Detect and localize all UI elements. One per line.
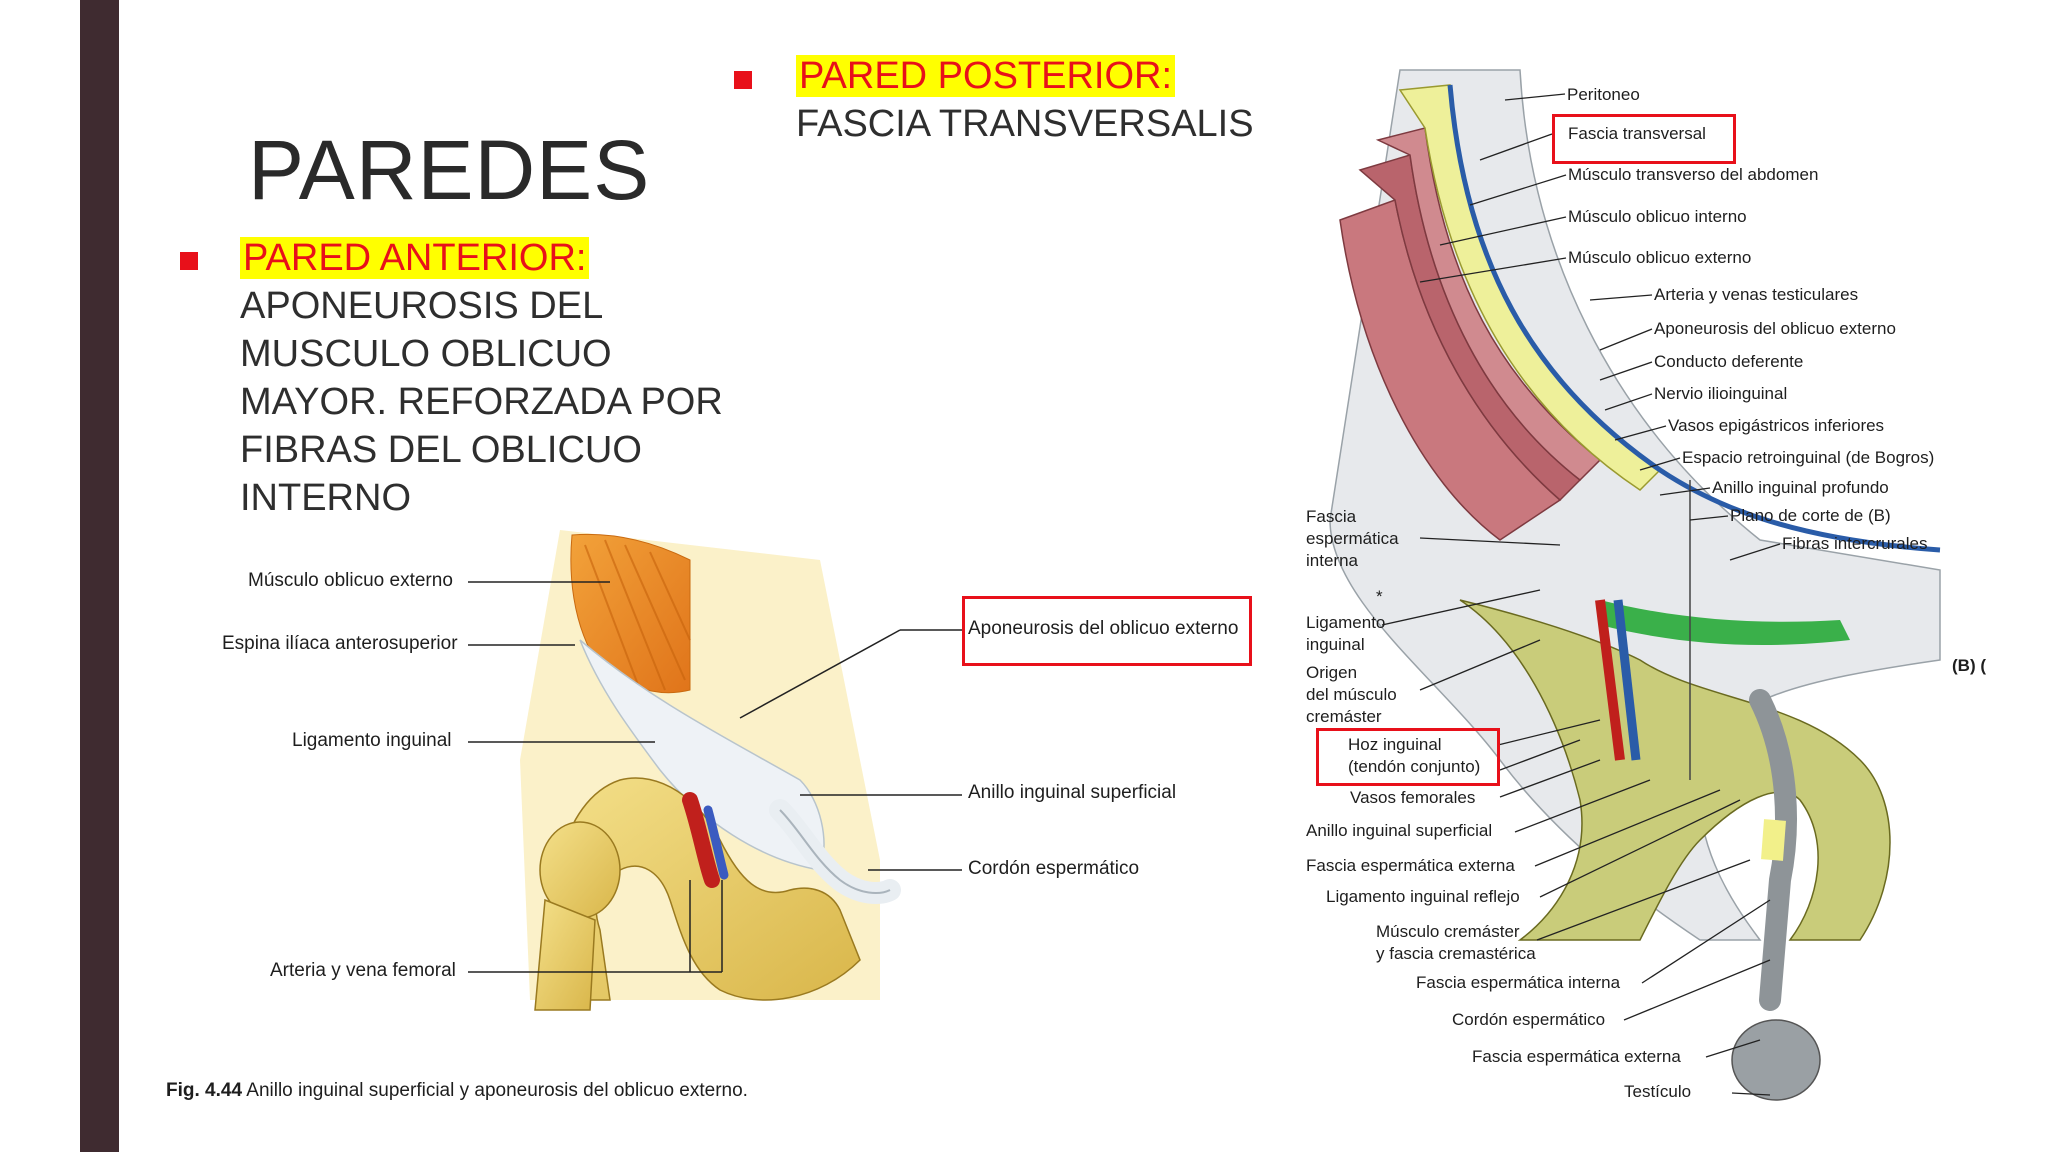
label-nervio-ilioinguinal: Nervio ilioinguinal xyxy=(1654,384,1788,403)
label-ligamento-inguinal-reflejo: Ligamento inguinal reflejo xyxy=(1326,887,1520,906)
posterior-wall-heading: PARED POSTERIOR: xyxy=(796,52,1176,100)
anterior-wall-text: APONEUROSIS DEL MUSCULO OBLICUO MAYOR. R… xyxy=(240,282,723,522)
anterior-line: INTERNO xyxy=(240,477,411,519)
bullet-square-icon xyxy=(734,71,752,89)
label-line: Ligamento xyxy=(1306,613,1386,632)
caption-text: Anillo inguinal superficial y aponeurosi… xyxy=(246,1080,748,1101)
anterior-line: APONEUROSIS DEL xyxy=(240,285,604,327)
anterior-wall-heading: PARED ANTERIOR: xyxy=(240,234,590,282)
label-vasos-epigastricos: Vasos epigástricos inferiores xyxy=(1668,416,1885,435)
label-asterisk: * xyxy=(1376,587,1383,606)
posterior-wall-text: FASCIA TRANSVERSALIS xyxy=(796,103,1254,145)
highlight-box xyxy=(962,596,1252,666)
label-fascia-espermatica-externa-b: Fascia espermática externa xyxy=(1472,1047,1681,1066)
label-fascia-cremasterica: y fascia cremastérica xyxy=(1376,944,1536,963)
label-fascia-transversal: Fascia transversal xyxy=(1568,124,1706,143)
anterior-line: MAYOR. REFORZADA POR xyxy=(240,381,723,423)
slide-title: PAREDES xyxy=(248,123,651,217)
label-line: interna xyxy=(1306,551,1358,570)
label-aponeurosis-oblicuo-externo-b: Aponeurosis del oblicuo externo xyxy=(1654,319,1896,338)
label-fibras-intercrurales: Fibras intercrurales xyxy=(1782,534,1928,553)
label-peritoneo: Peritoneo xyxy=(1567,85,1640,104)
label-musculo-oblicuo-externo-b: Músculo oblicuo externo xyxy=(1568,248,1752,267)
label-anillo-inguinal-superficial: Anillo inguinal superficial xyxy=(968,782,1177,803)
label-plano-corte: Plano de corte de (B) xyxy=(1730,506,1891,525)
label-fascia-espermatica-interna: Fascia espermática interna xyxy=(1306,506,1399,572)
label-aponeurosis-oblicuo-externo: Aponeurosis del oblicuo externo xyxy=(968,618,1239,639)
label-arteria-venas-testiculares: Arteria y venas testiculares xyxy=(1654,285,1859,304)
label-musculo-oblicuo-interno: Músculo oblicuo interno xyxy=(1568,207,1747,226)
label-fascia-espermatica-interna-b: Fascia espermática interna xyxy=(1416,973,1621,992)
label-vasos-femorales: Vasos femorales xyxy=(1350,788,1476,807)
label-fascia-espermatica-externa: Fascia espermática externa xyxy=(1306,856,1515,875)
anterior-line: FIBRAS DEL OBLICUO xyxy=(240,429,642,471)
label-anillo-inguinal-profundo: Anillo inguinal profundo xyxy=(1712,478,1889,497)
label-cordon-espermatico: Cordón espermático xyxy=(968,858,1140,879)
label-musculo-transverso: Músculo transverso del abdomen xyxy=(1568,165,1819,184)
label-testiculo: Testículo xyxy=(1624,1082,1692,1101)
anterior-line: MUSCULO OBLICUO xyxy=(240,333,612,375)
label-line: Origen xyxy=(1306,663,1358,682)
label-hoz-inguinal: Hoz inguinal (tendón conjunto) xyxy=(1348,734,1480,778)
label-espina-iliaca: Espina ilíaca anterosuperior xyxy=(222,633,458,654)
highlight-box xyxy=(1316,728,1500,786)
posterior-heading-highlight: PARED POSTERIOR: xyxy=(796,55,1176,97)
label-espacio-retroinguinal: Espacio retroinguinal (de Bogros) xyxy=(1682,448,1935,467)
label-musculo-cremaster: Músculo cremáster xyxy=(1376,922,1520,941)
anterior-heading-highlight: PARED ANTERIOR: xyxy=(240,237,590,279)
label-line: Fascia xyxy=(1306,507,1357,526)
label-ligamento-inguinal-b: Ligamento inguinal xyxy=(1306,612,1385,656)
label-line: Hoz inguinal xyxy=(1348,735,1442,754)
label-cordon-espermatico-b: Cordón espermático xyxy=(1452,1010,1606,1029)
label-line: cremáster xyxy=(1306,707,1382,726)
label-line: (tendón conjunto) xyxy=(1348,757,1481,776)
figure-caption: Fig. 4.44 Anillo inguinal superficial y … xyxy=(166,1080,748,1102)
label-line: espermática xyxy=(1306,529,1399,548)
label-line: inguinal xyxy=(1306,635,1365,654)
label-musculo-oblicuo-externo: Músculo oblicuo externo xyxy=(248,570,453,591)
label-anillo-inguinal-superficial-b: Anillo inguinal superficial xyxy=(1306,821,1493,840)
bullet-square-icon xyxy=(180,252,198,270)
label-conducto-deferente: Conducto deferente xyxy=(1654,352,1804,371)
label-arteria-vena-femoral: Arteria y vena femoral xyxy=(270,960,456,981)
caption-number: Fig. 4.44 xyxy=(166,1080,243,1101)
label-ligamento-inguinal: Ligamento inguinal xyxy=(292,730,452,751)
highlight-box xyxy=(1552,114,1736,164)
label-origen-cremaster: Origen del músculo cremáster xyxy=(1306,662,1397,728)
label-line: del músculo xyxy=(1306,685,1397,704)
sidebar-accent xyxy=(80,0,119,1152)
label-panel-tag: (B) ( xyxy=(1952,656,1986,675)
